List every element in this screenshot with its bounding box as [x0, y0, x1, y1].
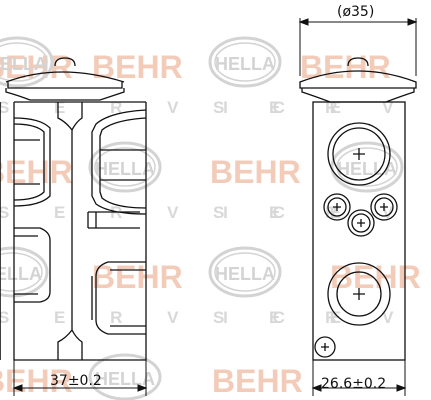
front-view: [298, 18, 418, 361]
watermark-hella-badge: HELLA: [208, 36, 282, 88]
watermark-service: S E R V I C E: [213, 308, 431, 327]
diameter-dimension-line: [299, 18, 417, 76]
side-port-lower-left: [14, 227, 51, 303]
side-body-outline: [13, 102, 147, 361]
flange-diameter-label: (ø35): [337, 4, 374, 20]
front-top-knob: [347, 57, 369, 67]
front-port-lower: [327, 262, 391, 326]
svg-text:HELLA: HELLA: [0, 54, 47, 74]
side-port-lower-right: [95, 261, 146, 335]
watermark-hella-badge: HELLA: [208, 246, 282, 298]
side-center-neck: [57, 102, 73, 360]
side-width-label: 37±0.2: [50, 373, 102, 389]
watermark-hella-badge: HELLA: [88, 353, 162, 400]
side-width-dimension: 37±0.2: [12, 360, 148, 396]
watermark-behr: BEHR: [330, 259, 421, 295]
watermark-layer: BEHR BEHR BEHR HELLA HELLA S E R V I C E…: [0, 36, 431, 400]
front-body: [312, 101, 406, 361]
watermark-behr: BEHR: [300, 49, 391, 85]
front-bolt-center: [347, 209, 375, 237]
side-top-knob: [54, 57, 76, 67]
front-top-flange: [299, 70, 417, 89]
watermark-behr: BEHR: [212, 363, 303, 399]
watermark-behr: BEHR: [210, 154, 301, 190]
watermark-hella-badge: HELLA: [88, 141, 162, 193]
watermark-behr: BEHR: [0, 49, 73, 85]
svg-text:HELLA: HELLA: [0, 264, 42, 284]
front-bolt-right: [370, 193, 398, 221]
side-top-flange: [5, 71, 125, 83]
watermark-behr: BEHR: [92, 49, 183, 85]
watermark-service: S E R V I C E: [0, 98, 361, 117]
watermark-behr: BEHR: [0, 363, 73, 399]
svg-text:HELLA: HELLA: [95, 159, 155, 179]
front-width-dimension: 26.6±0.2: [311, 360, 407, 396]
side-view: [0, 57, 147, 361]
watermark-service: S E R V I C E: [0, 308, 361, 327]
front-bolt-left: [323, 193, 351, 221]
watermark-service: S E R V I C E: [0, 203, 361, 222]
watermark-hella-badge: HELLA: [0, 36, 54, 88]
svg-text:HELLA: HELLA: [215, 54, 275, 74]
watermark-behr: BEHR: [92, 259, 183, 295]
svg-text:HELLA: HELLA: [95, 369, 155, 389]
side-pin: [87, 211, 140, 229]
svg-text:HELLA: HELLA: [215, 264, 275, 284]
side-port-upper-right: [91, 109, 147, 215]
watermark-service: S E R V I C E: [213, 98, 431, 117]
front-bolt-bottom: [314, 336, 336, 358]
front-port-upper: [327, 122, 391, 186]
watermark-hella-badge: HELLA: [0, 246, 49, 298]
watermark-service: S E R V I C E: [213, 203, 431, 222]
front-width-label: 26.6±0.2: [321, 376, 386, 392]
side-port-upper-left: [13, 117, 51, 207]
